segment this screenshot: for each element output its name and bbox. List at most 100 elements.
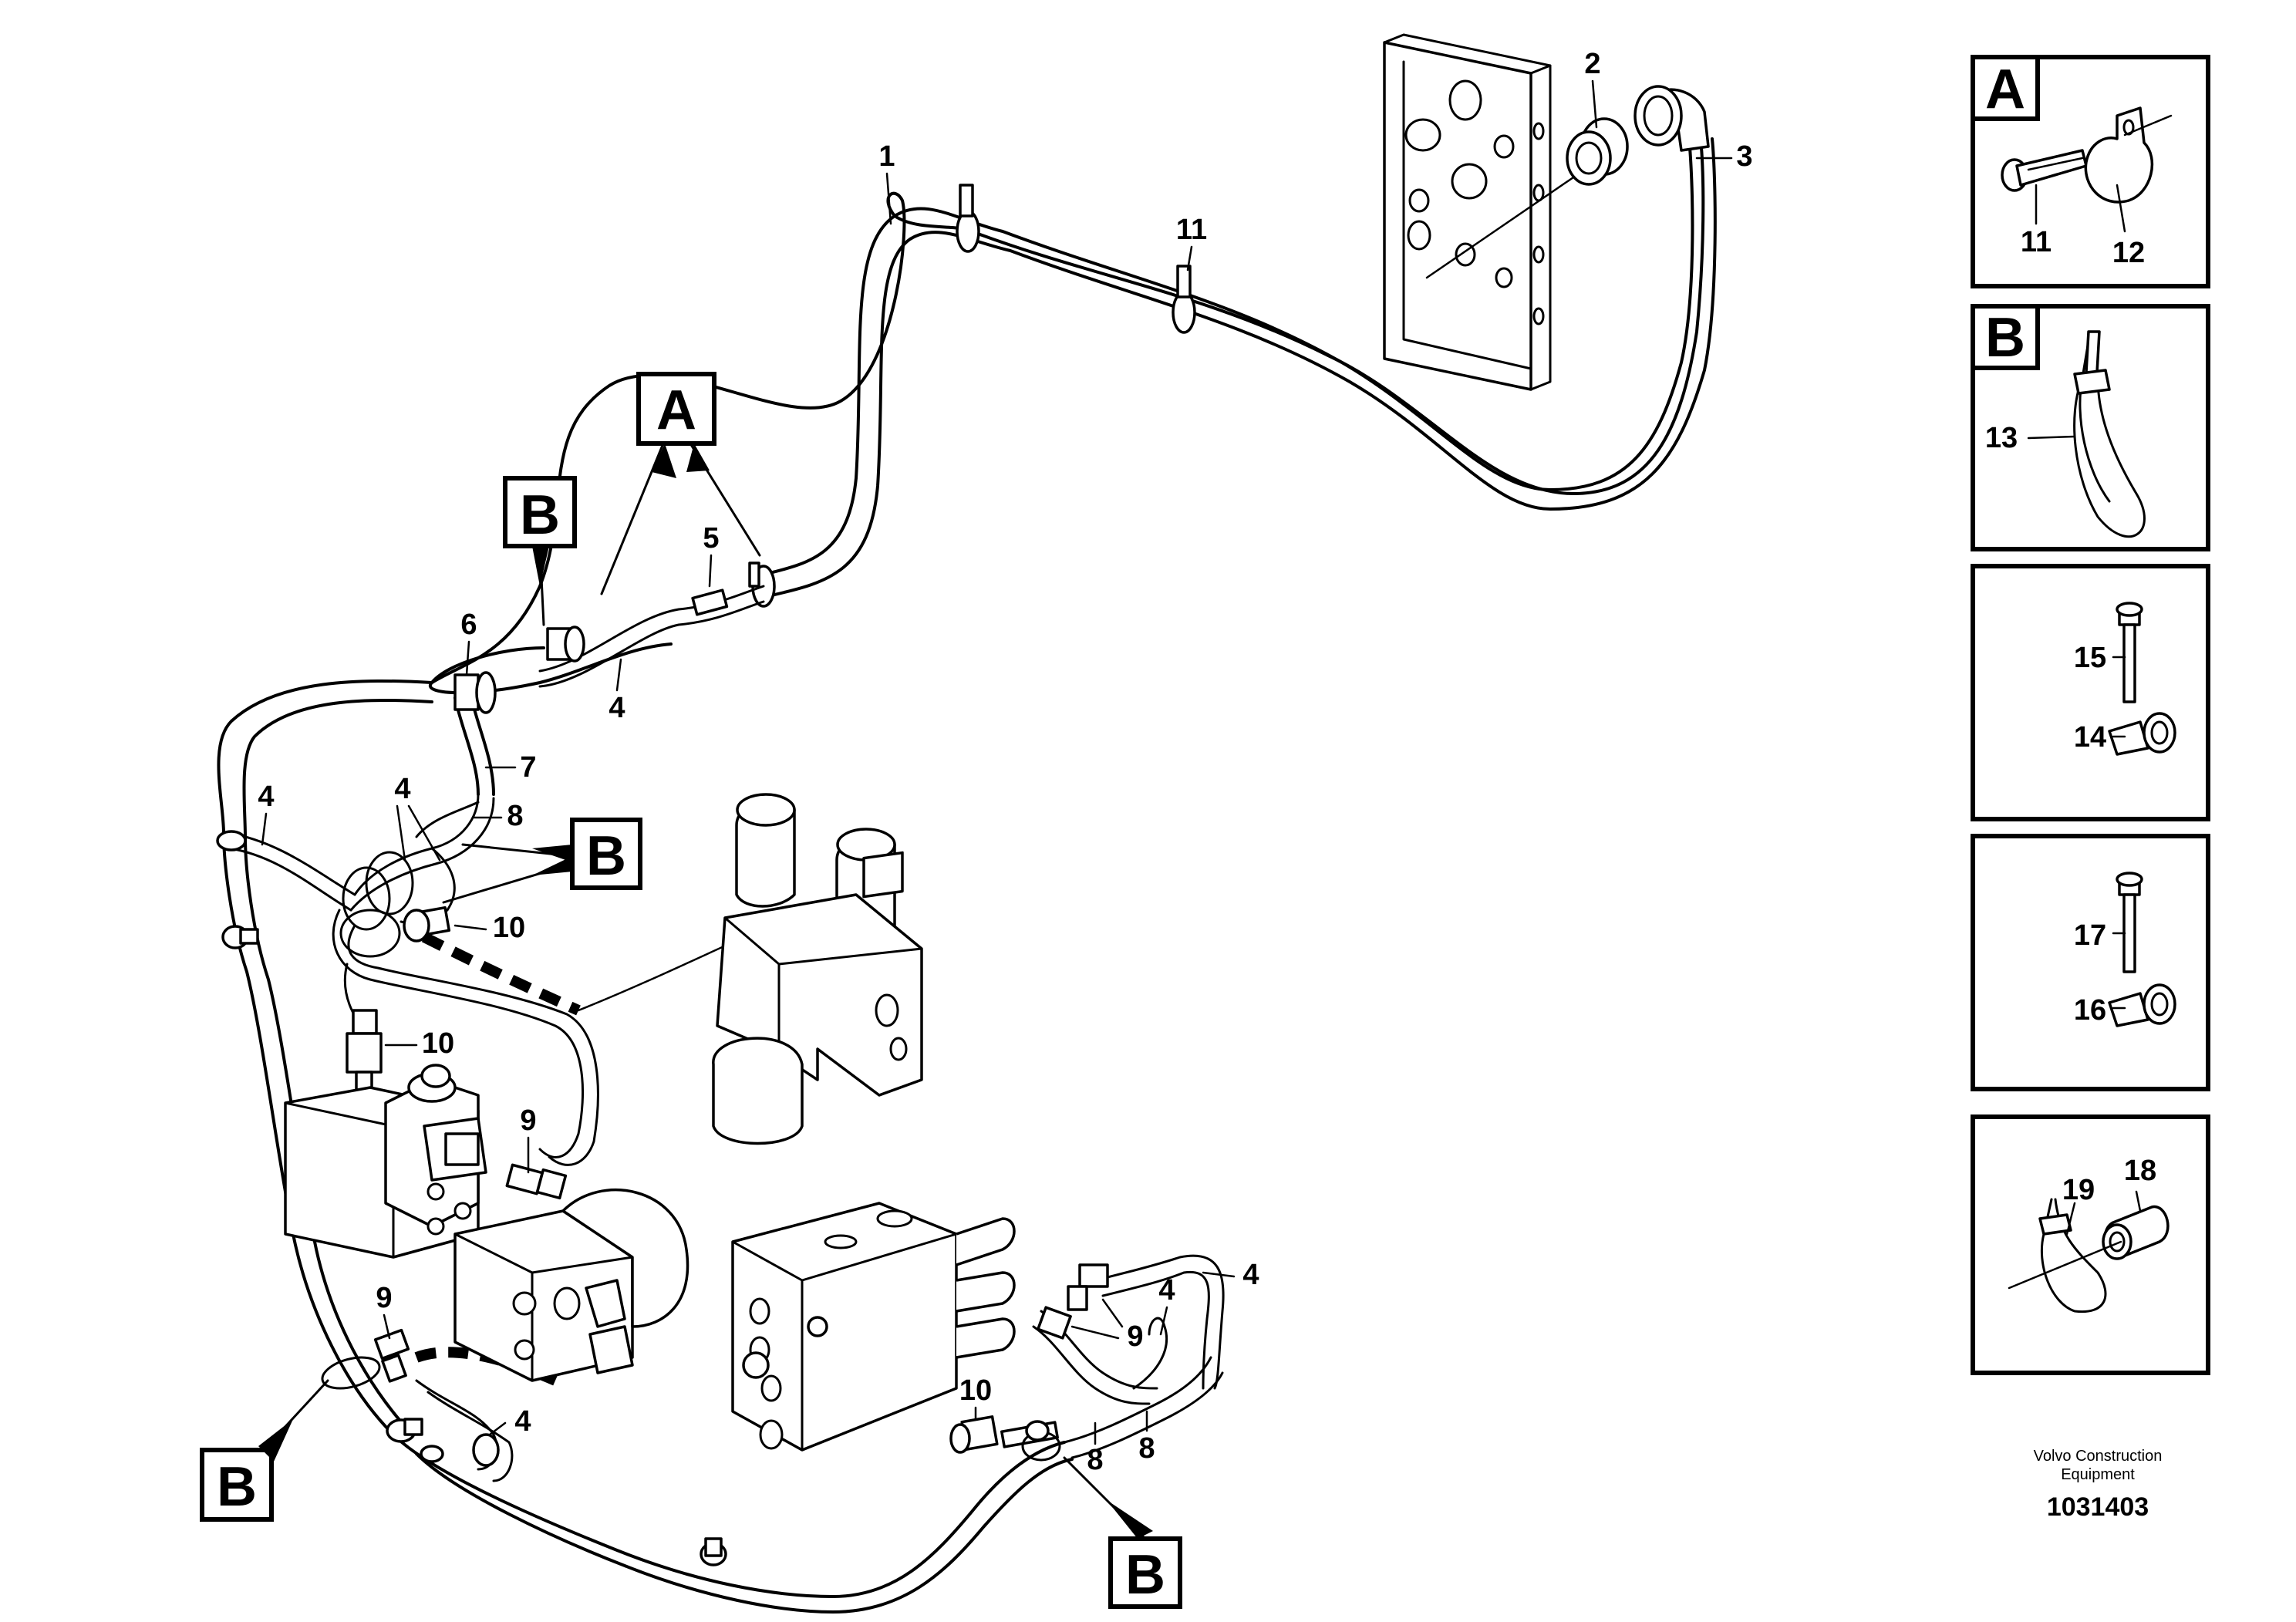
manufacturer-line-2: Equipment xyxy=(2061,1466,2135,1483)
adapter-fitting xyxy=(1566,117,1629,186)
p-clamp xyxy=(700,1537,727,1566)
hose-1 xyxy=(762,137,1717,597)
svg-text:9: 9 xyxy=(376,1282,392,1314)
sensor-connector xyxy=(403,906,451,943)
part-label-9-left: 9 xyxy=(376,1282,393,1340)
hose-clamp xyxy=(1172,265,1196,334)
part-label-10-bottom: 10 xyxy=(959,1374,992,1421)
detail-panel-B: B xyxy=(1971,304,2210,551)
sensor-connector xyxy=(505,1163,568,1200)
panel-label-19: 19 xyxy=(2062,1174,2095,1206)
tee-fitting xyxy=(453,671,497,714)
hose-loop-assembly xyxy=(332,793,599,1166)
main-hose xyxy=(430,137,1705,684)
svg-text:B: B xyxy=(217,1456,257,1518)
sensor-connector xyxy=(373,1328,410,1383)
detail-panel-A: A xyxy=(1971,55,2210,288)
svg-text:10: 10 xyxy=(493,912,525,944)
svg-text:12: 12 xyxy=(2112,237,2145,269)
svg-text:4: 4 xyxy=(514,1405,531,1438)
right-harness xyxy=(1032,1254,1225,1459)
svg-text:4: 4 xyxy=(1242,1259,1259,1291)
part-label-4-tangle: 4 xyxy=(394,773,441,862)
svg-text:8: 8 xyxy=(1138,1432,1155,1465)
control-valve-block xyxy=(731,1202,1016,1452)
hose-junction xyxy=(415,1379,514,1482)
panel-label-13: 13 xyxy=(1985,422,2018,454)
svg-text:13: 13 xyxy=(1985,422,2018,454)
callout-A-main: A xyxy=(600,372,761,595)
svg-text:14: 14 xyxy=(2074,721,2106,754)
svg-text:2: 2 xyxy=(1584,48,1600,80)
svg-text:5: 5 xyxy=(703,522,719,555)
svg-text:4: 4 xyxy=(394,773,410,805)
svg-text:7: 7 xyxy=(520,751,536,784)
hose-loop xyxy=(321,1356,381,1390)
part-label-4-lower: 4 xyxy=(488,1405,531,1438)
detail-panel-18-19 xyxy=(1971,1114,2210,1375)
svg-text:B: B xyxy=(1985,307,2025,369)
callout-B-lower-right: B xyxy=(1063,1456,1182,1609)
svg-text:8: 8 xyxy=(507,800,523,832)
part-label-9-right: 9 xyxy=(1070,1298,1144,1353)
hose-loop xyxy=(1021,1420,1061,1462)
panel-label-17: 17 xyxy=(2074,919,2106,952)
p-clamp xyxy=(216,830,259,949)
elbow-fitting xyxy=(1633,85,1710,152)
svg-text:19: 19 xyxy=(2062,1174,2095,1206)
panel-label-16: 16 xyxy=(2074,994,2106,1027)
svg-text:1: 1 xyxy=(878,140,895,173)
part-label-4-right: 4 xyxy=(1202,1259,1259,1291)
panel-label-15: 15 xyxy=(2074,642,2106,674)
svg-text:11: 11 xyxy=(2021,226,2052,258)
sensor-connector xyxy=(1067,1263,1109,1311)
panel-label-14: 14 xyxy=(2074,721,2106,754)
svg-text:17: 17 xyxy=(2074,919,2106,952)
svg-text:16: 16 xyxy=(2074,994,2106,1027)
callout-B-middle: B xyxy=(442,818,642,904)
hose-clamp xyxy=(956,184,980,253)
svg-text:18: 18 xyxy=(2124,1155,2156,1187)
mounting-plate xyxy=(1383,33,1575,391)
svg-text:A: A xyxy=(1985,59,2025,120)
svg-text:B: B xyxy=(1125,1544,1165,1606)
svg-text:4: 4 xyxy=(1158,1274,1175,1307)
svg-text:10: 10 xyxy=(959,1374,992,1407)
manufacturer-line-1: Volvo Construction xyxy=(2034,1448,2163,1465)
part-label-6: 6 xyxy=(460,609,477,676)
hose-clamp xyxy=(748,561,776,608)
part-label-4-left: 4 xyxy=(258,781,275,846)
part-label-4-right-inner: 4 xyxy=(1158,1274,1175,1336)
callout-B-lower-left: B xyxy=(200,1379,329,1522)
svg-text:9: 9 xyxy=(1127,1320,1143,1353)
svg-text:10: 10 xyxy=(422,1027,454,1060)
footer: Volvo Construction Equipment 1031403 xyxy=(2034,1448,2163,1522)
part-label-8-bottom: 8 xyxy=(1087,1421,1104,1476)
svg-text:3: 3 xyxy=(1736,140,1752,173)
drawing-number: 1031403 xyxy=(2047,1492,2149,1522)
accumulator-block xyxy=(712,793,923,1145)
svg-text:4: 4 xyxy=(609,692,625,724)
svg-text:11: 11 xyxy=(1176,214,1207,246)
p-clamp xyxy=(386,1418,444,1463)
callout-B-upper: B xyxy=(503,476,577,626)
svg-text:4: 4 xyxy=(258,781,274,813)
part-label-8-bottom-right: 8 xyxy=(1138,1410,1155,1465)
svg-text:15: 15 xyxy=(2074,642,2106,674)
part-label-5: 5 xyxy=(703,522,720,588)
svg-text:B: B xyxy=(520,484,560,546)
svg-text:A: A xyxy=(656,379,696,441)
panel-label-18: 18 xyxy=(2124,1155,2156,1187)
detail-panel-14-15 xyxy=(1971,564,2210,821)
svg-text:6: 6 xyxy=(460,609,477,641)
panel-label-12: 12 xyxy=(2112,237,2145,269)
part-label-10-mid: 10 xyxy=(384,1027,454,1060)
connector-fitting xyxy=(546,588,729,663)
svg-text:B: B xyxy=(586,825,626,887)
part-label-11-main: 11 xyxy=(1176,214,1207,271)
part-label-7: 7 xyxy=(484,751,537,784)
detail-panel-16-17 xyxy=(1971,834,2210,1091)
panel-label-11: 11 xyxy=(2021,226,2052,258)
part-label-2: 2 xyxy=(1584,48,1601,129)
svg-text:8: 8 xyxy=(1087,1444,1103,1476)
